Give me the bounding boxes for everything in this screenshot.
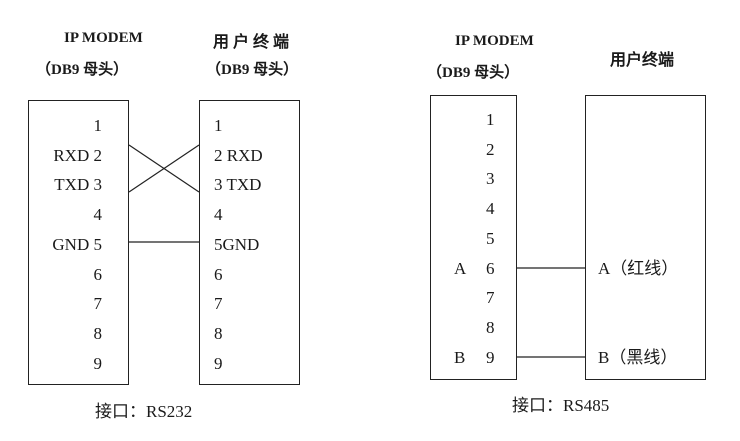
rs232-user-pin-9: 9 (214, 353, 223, 373)
rs232-wire-rxd-to-txd (128, 144, 200, 193)
rs485-modem-pin-label-a: A (454, 258, 467, 278)
rs485-modem-pin-8: 8 (486, 317, 495, 337)
rs485-user-label-b-black: B（黑线） (598, 347, 678, 367)
rs232-user-connector-box: 1 2 RXD 3 TXD 4 5GND 6 7 8 9 (199, 100, 300, 385)
rs485-user-title: 用户终端 (610, 52, 675, 69)
rs485-modem-pin-6: 6 (486, 258, 495, 278)
rs232-modem-pin-5: GND 5 (52, 234, 102, 254)
rs232-modem-pin-4: 4 (93, 205, 103, 225)
rs232-modem-pin-9: 9 (93, 353, 103, 373)
rs232-user-pin-5: 5GND (214, 234, 260, 254)
rs232-user-pin-7: 7 (214, 294, 223, 314)
rs232-modem-pin-2: RXD 2 (53, 145, 102, 165)
rs232-user-title: 用 户 终 端 (213, 34, 290, 51)
rs232-modem-subtitle: （DB9 母头） (36, 62, 129, 78)
rs485-modem-pin-1: 1 (486, 110, 495, 129)
rs485-modem-pin-4: 4 (486, 199, 495, 219)
rs485-user-label-a-red: A（红线） (598, 258, 679, 278)
rs232-wire-txd-to-rxd (128, 144, 200, 193)
rs232-user-pin-1: 1 (214, 116, 223, 135)
rs485-interface-caption: 接口：RS485 (512, 396, 610, 415)
rs232-modem-pin-7: 7 (93, 294, 103, 314)
rs485-modem-pin-3: 3 (486, 169, 495, 189)
rs232-modem-pin-3: TXD 3 (54, 175, 102, 195)
rs485-modem-title: IP MODEM (455, 33, 534, 49)
rs232-modem-title: IP MODEM (64, 30, 143, 46)
rs485-modem-pin-7: 7 (486, 288, 495, 308)
rs485-user-terminal-box: A（红线） B（黑线） (585, 95, 706, 380)
rs232-modem-pin-8: 8 (93, 323, 103, 343)
rs232-user-pin-6: 6 (214, 264, 223, 284)
rs485-modem-pin-9: 9 (486, 347, 495, 367)
rs232-user-pin-4: 4 (214, 205, 223, 225)
rs232-modem-pin-1: 1 (93, 116, 103, 135)
rs232-modem-pin-6: 6 (93, 264, 103, 284)
rs485-modem-pin-5: 5 (486, 228, 495, 248)
rs232-user-subtitle: （DB9 母头） (206, 62, 299, 78)
rs485-modem-pin-2: 2 (486, 139, 495, 159)
rs232-user-pin-2: 2 RXD (214, 145, 263, 165)
rs485-modem-subtitle: （DB9 母头） (427, 65, 520, 81)
rs232-user-pin-3: 3 TXD (214, 175, 262, 195)
rs232-interface-caption: 接口：RS232 (95, 402, 193, 421)
rs485-modem-pin-label-b: B (454, 347, 466, 367)
rs232-user-pin-8: 8 (214, 323, 223, 343)
